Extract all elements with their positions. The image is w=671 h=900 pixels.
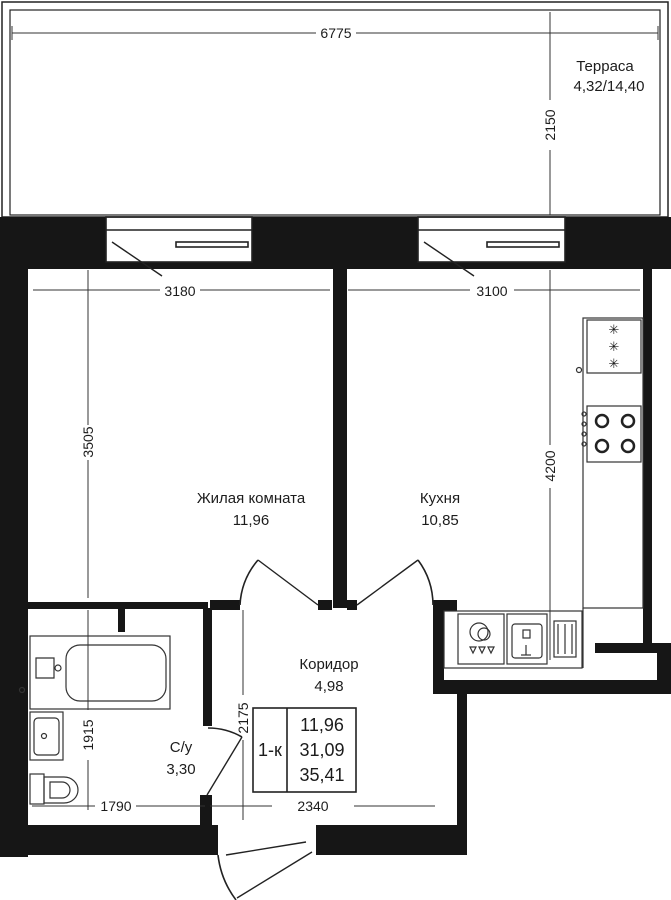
dimension-lines [11,12,659,820]
dim-bath-height: 1915 [80,719,96,750]
summary-total-with-terrace: 35,41 [299,765,344,785]
sink-icon [506,613,577,665]
walls [0,217,671,857]
dim-bath-width: 1790 [100,798,131,814]
kitchen-counter [443,317,644,669]
door-living [239,559,319,606]
bathroom-name: С/у [170,739,193,756]
window-living [105,216,253,277]
terrace-name: Терраса [576,58,634,75]
door-kitchen [356,559,434,606]
dim-terrace-width: 6775 [320,25,351,41]
summary-living-area: 11,96 [300,715,344,735]
corridor-area: 4,98 [314,678,343,695]
door-bathroom [206,727,243,796]
kitchen-area: 10,85 [421,512,459,529]
corridor-name: Коридор [299,656,358,673]
svg-text:✳: ✳ [609,322,620,337]
dim-corridor-width: 2340 [297,798,328,814]
bathtub-icon [18,635,171,710]
stove-icon [581,405,642,463]
summary-total-area: 31,09 [299,740,344,760]
dim-kitchen-depth: 4200 [542,450,558,481]
apartment-type: 1-к [258,740,282,760]
summary-table [252,707,357,793]
living-room-area: 11,96 [233,512,269,529]
kitchen-name: Кухня [420,490,460,507]
dim-terrace-depth: 2150 [542,109,558,140]
svg-text:✳: ✳ [609,339,620,354]
window-kitchen [417,216,566,277]
fridge-icon: ✳ ✳ ✳ [575,319,642,374]
dim-living-width: 3180 [164,283,195,299]
washing-machine-icon [457,613,505,665]
living-room-name: Жилая комната [197,490,306,507]
dim-corridor-height: 2175 [235,702,251,733]
washbasin-icon [29,711,64,761]
toilet-icon [29,773,79,805]
bathroom-area: 3,30 [166,761,195,778]
dim-living-depth: 3505 [80,426,96,457]
dim-kitchen-width: 3100 [476,283,507,299]
terrace-area: 4,32/14,40 [574,78,645,95]
door-entrance [217,841,313,900]
svg-text:✳: ✳ [609,356,620,371]
